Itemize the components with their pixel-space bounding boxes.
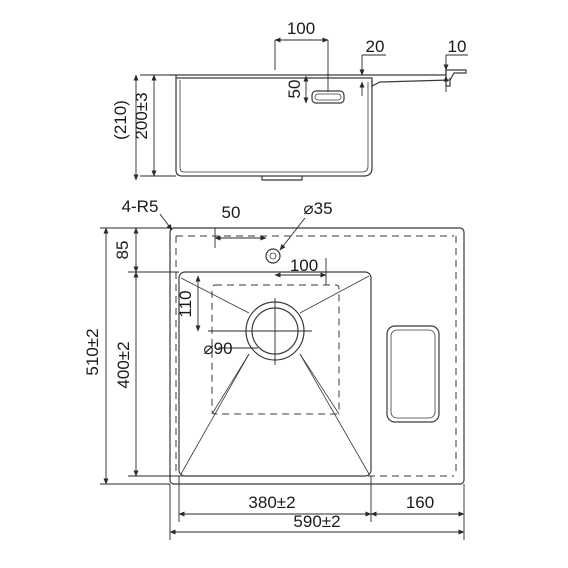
dim-tap-rear-offset: 85 xyxy=(113,241,132,260)
dim-tap-hole: ⌀35 xyxy=(303,199,332,218)
dim-bowl-depth-top: 400±2 xyxy=(114,341,133,388)
dim-drain-offset-x: 100 xyxy=(290,256,318,275)
dim-corner-radius: 4-R5 xyxy=(122,197,159,216)
dim-overflow-height: 50 xyxy=(285,80,304,99)
dim-tap-offset: 50 xyxy=(222,203,241,222)
dim-drain-offset-y: 110 xyxy=(176,290,195,317)
dim-overall-depth: 510±2 xyxy=(83,328,102,375)
tap-hole-inner xyxy=(269,252,277,260)
tap-hole xyxy=(265,248,281,264)
side-bowl-inner xyxy=(179,80,369,173)
diagonal-br xyxy=(299,353,370,475)
drainer-slot xyxy=(386,325,440,423)
dim-rim-thickness: 20 xyxy=(366,37,385,56)
dim-drainer-width: 160 xyxy=(406,493,434,512)
diagonal-inner-br xyxy=(299,353,340,415)
overflow-slot xyxy=(311,90,345,104)
overflow-slot-inner xyxy=(314,93,342,101)
side-bowl xyxy=(175,78,373,177)
dim-radius-leader xyxy=(159,213,173,231)
dim-total-depth-side: (210) xyxy=(111,100,130,140)
side-drainer-lip xyxy=(445,70,451,87)
dim-tap-leader xyxy=(279,217,306,251)
bowl-bottom-dash xyxy=(211,284,340,415)
diagonal-tl xyxy=(180,277,250,314)
side-view: 100 50 20 10 200±3 (210) xyxy=(111,19,468,181)
top-view: ⌀90 4-R5 50 ⌀35 100 85 110 400±2 xyxy=(83,197,465,540)
diagonal-bl xyxy=(180,353,250,475)
dim-flange-thickness: 10 xyxy=(448,37,467,56)
dim-overflow-offset: 100 xyxy=(287,19,315,38)
dim-drain-diameter: ⌀90 xyxy=(203,339,232,358)
dim-bowl-width: 380±2 xyxy=(248,493,295,512)
diagonal-tr xyxy=(299,275,370,314)
dim-bowl-depth-side: 200±3 xyxy=(132,92,151,139)
drainer-slot-inner xyxy=(390,329,436,419)
bowl-outline xyxy=(178,271,372,477)
sink-outline xyxy=(169,227,465,485)
dim-overall-width: 590±2 xyxy=(293,512,340,531)
side-rim xyxy=(170,69,467,87)
diagonal-inner-bl xyxy=(211,353,250,415)
